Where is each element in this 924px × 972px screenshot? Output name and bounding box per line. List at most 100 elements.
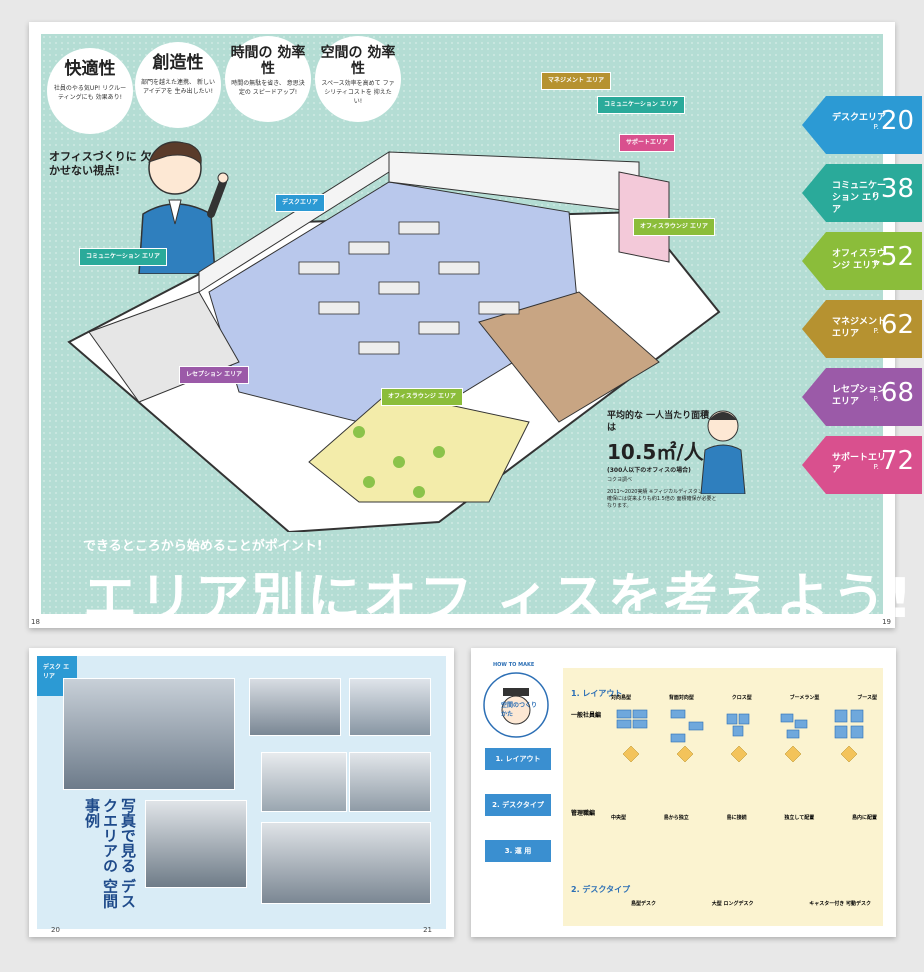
tab-page: P.20 xyxy=(874,106,914,136)
area-stat: 平均的な 一人当たり面積は 10.5㎡/人 (300人以下のオフィスの場合) コ… xyxy=(607,410,717,510)
office-photo xyxy=(63,678,235,790)
desk-types-row: 島型デスク 大型 ロングデスク キャスター付き 可動デスク xyxy=(631,900,871,907)
step-operation[interactable]: 3. 運 用 xyxy=(485,840,551,862)
management-types-row: 中央型 島から独立 島に接続 独立して配置 島内に配置 xyxy=(611,814,877,821)
viewpoint-caption: オフィスづくりに 欠かせない視点! xyxy=(49,150,152,177)
tab-reception-area[interactable]: レセプション エリア P.68 xyxy=(802,368,922,426)
tab-management-area[interactable]: マネジメント エリア P.62 xyxy=(802,300,922,358)
man-pointing-illustration xyxy=(138,141,229,274)
office-photo xyxy=(249,678,341,736)
tab-page: P.62 xyxy=(874,310,914,340)
flag-communication-area: コミュニケーション エリア xyxy=(597,96,685,114)
stat-note: (300人以下のオフィスの場合) xyxy=(607,467,691,474)
tab-page-prefix: P. xyxy=(873,327,879,335)
subtitle: できるところから始めることがポイント! xyxy=(83,539,323,554)
tab-page-prefix: P. xyxy=(873,191,879,199)
desk-area-photo-spread: デスク エリア 写真で見る デスクエリアの 空間事例 20 21 xyxy=(29,648,454,937)
stat-footnote: 2011～2020実績 ※フィジカルディスタンスの 確保には従来よりも約1.5倍… xyxy=(607,489,717,509)
page-number-right: 21 xyxy=(423,926,432,934)
tab-page-number: 62 xyxy=(880,310,914,340)
stat-heading: 平均的な 一人当たり面積は xyxy=(607,411,710,433)
bubble-title: 創造性 xyxy=(152,53,204,73)
bubble-title: 快適性 xyxy=(64,59,116,79)
tab-page: P.68 xyxy=(874,378,914,408)
layout-types-row: 対向島型 背面対向型 クロス型 ブーメラン型 ブース型 xyxy=(611,694,877,701)
row-label-managers: 管理職編 xyxy=(571,810,596,817)
tab-page-prefix: P. xyxy=(873,259,879,267)
tab-page-number: 52 xyxy=(880,242,914,272)
mgmt-type-label: 島に接続 xyxy=(726,815,747,821)
area-tag: デスク エリア xyxy=(37,656,77,696)
tab-label: コミュニケーション エリア xyxy=(832,181,887,215)
desk-type-label: 大型 ロングデスク xyxy=(711,901,754,907)
content-background xyxy=(563,668,883,926)
layout-diagrams xyxy=(616,709,864,763)
office-photo xyxy=(145,800,247,888)
mgmt-type-label: 島から独立 xyxy=(663,815,689,821)
tab-page-number: 72 xyxy=(880,446,914,476)
office-photo xyxy=(349,678,431,736)
flag-support-area: サポートエリア xyxy=(619,134,676,152)
tab-page: P.52 xyxy=(874,242,914,272)
tab-page: P.72 xyxy=(874,446,914,476)
isometric-office-illustration xyxy=(67,151,721,532)
tab-page-prefix: P. xyxy=(873,123,879,131)
section-layout-heading: 1. レイアウト xyxy=(571,689,623,698)
how-to-label: HOW TO MAKE xyxy=(493,662,535,668)
question-label: 空間のつくりかた xyxy=(501,702,538,718)
tab-page-number: 68 xyxy=(880,378,914,408)
vertical-title: 写真で見る デスクエリアの 空間事例 xyxy=(83,798,137,909)
page-title: エリア別にオフ ィスを考えよう! xyxy=(83,567,915,630)
bubble-text: 時間の無駄を省き、 意思決定の スピードアップ! xyxy=(231,80,305,96)
bubble-time: 時間の 効率性 時間の無駄を省き、 意思決定の スピードアップ! xyxy=(225,36,311,122)
flag-lounge-area: オフィスラウンジ エリア xyxy=(381,388,463,406)
tab-page: P.38 xyxy=(874,174,914,204)
tab-communication-area[interactable]: コミュニケーション エリア P.38 xyxy=(802,164,922,222)
bubble-title: 時間の 効率性 xyxy=(230,45,306,77)
flag-management-area: マネジメント エリア xyxy=(541,72,612,90)
tab-lounge-area[interactable]: オフィスラウンジ エリア P.52 xyxy=(802,232,922,290)
mgmt-type-label: 独立して配置 xyxy=(784,815,815,821)
office-photo xyxy=(261,752,347,812)
tab-label: サポートエリア xyxy=(832,453,887,475)
mgmt-type-label: 島内に配置 xyxy=(851,815,877,821)
layout-type-label: ブーメラン型 xyxy=(789,695,820,701)
layout-type-label: ブース型 xyxy=(857,695,877,701)
bubble-text: 社員のやる気UP! リクルーティングにも 効果あり! xyxy=(53,85,127,101)
guide-character-illustration xyxy=(483,672,549,738)
tab-page-number: 20 xyxy=(880,106,914,136)
bubble-creativity: 創造性 部門を越えた連携、 新しいアイデアを 生み出したい! xyxy=(135,42,221,128)
stat-source: コクヨ調べ xyxy=(607,477,633,483)
tab-label: マネジメント エリア xyxy=(832,317,887,339)
man-illustration xyxy=(700,410,746,494)
bubble-title: 空間の 効率性 xyxy=(320,45,396,77)
section-desk-type-heading: 2. デスクタイプ xyxy=(571,885,631,894)
bubble-text: 部門を越えた連携、 新しいアイデアを 生み出したい! xyxy=(141,79,215,95)
page-number-right: 19 xyxy=(882,618,891,626)
office-photo xyxy=(261,822,431,904)
mgmt-type-label: 中央型 xyxy=(611,815,627,821)
office-photo xyxy=(349,752,431,812)
tab-page-prefix: P. xyxy=(873,463,879,471)
tab-support-area[interactable]: サポートエリア P.72 xyxy=(802,436,922,494)
desk-type-label: 島型デスク xyxy=(631,901,657,907)
flag-communication-area: コミュニケーション エリア xyxy=(79,248,167,266)
tab-page-prefix: P. xyxy=(873,395,879,403)
how-to-spread: HOW TO MAKE 空間のつくりかた 1. レイアウト 2. デスクタイプ … xyxy=(471,648,896,937)
flag-desk-area: デスクエリア xyxy=(275,194,326,212)
page-number-left: 20 xyxy=(51,926,60,934)
tab-desk-area[interactable]: デスクエリア P.20 xyxy=(802,96,922,154)
step-layout[interactable]: 1. レイアウト xyxy=(485,748,551,770)
bubble-text: スペース効率を高めて ファシリティコストを 抑えたい! xyxy=(321,80,395,105)
step-desk-type[interactable]: 2. デスクタイプ xyxy=(485,794,551,816)
tab-label: デスクエリア xyxy=(832,113,887,123)
desk-type-label: キャスター付き 可動デスク xyxy=(809,901,871,907)
tab-page-number: 38 xyxy=(880,174,914,204)
tab-label: オフィスラウンジ エリア xyxy=(832,249,886,271)
layout-type-label: 背面対向型 xyxy=(668,695,694,701)
layout-type-label: 対向島型 xyxy=(611,695,632,701)
bubble-comfort: 快適性 社員のやる気UP! リクルーティングにも 効果あり! xyxy=(47,48,133,134)
bubble-space: 空間の 効率性 スペース効率を高めて ファシリティコストを 抑えたい! xyxy=(315,36,401,122)
row-label-staff: 一般社員編 xyxy=(571,712,602,719)
tab-label: レセプション エリア xyxy=(832,385,887,407)
